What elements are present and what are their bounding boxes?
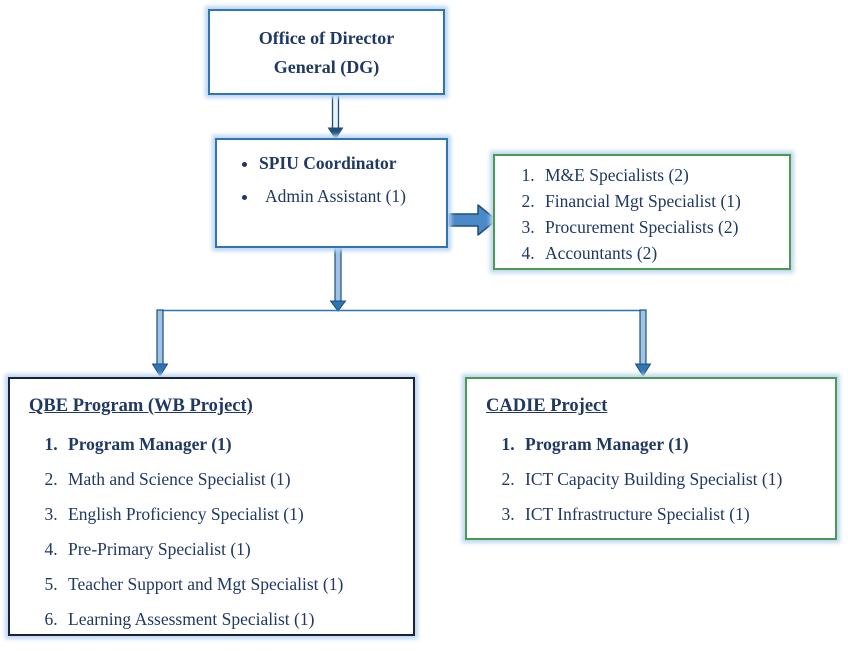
qbe-list-item: Math and Science Specialist (1) <box>62 469 413 490</box>
arrow-branch-to-qbe <box>151 309 169 377</box>
qbe-program-title: QBE Program (WB Project) <box>29 396 253 416</box>
arrow-director-to-spiu <box>327 94 344 140</box>
cadie-project-list: Program Manager (1) ICT Capacity Buildin… <box>467 434 835 525</box>
qbe-program-list: Program Manager (1) Math and Science Spe… <box>10 434 413 630</box>
cadie-project-box: CADIE Project Program Manager (1) ICT Ca… <box>465 377 837 540</box>
qbe-list-item: Learning Assessment Specialist (1) <box>62 609 413 630</box>
spiu-box: SPIU Coordinator Admin Assistant (1) <box>215 138 448 248</box>
support-list-item: Accountants (2) <box>539 243 789 264</box>
qbe-list-item: Pre-Primary Specialist (1) <box>62 539 413 560</box>
arrow-spiu-to-support <box>448 204 498 236</box>
cadie-list-item: Program Manager (1) <box>519 434 835 455</box>
support-staff-list: M&E Specialists (2) Financial Mgt Specia… <box>495 165 789 264</box>
director-title-line1: Office of Director <box>258 28 395 48</box>
director-title-line2: General (DG) <box>273 57 380 77</box>
cadie-list-item: ICT Infrastructure Specialist (1) <box>519 504 835 525</box>
cadie-project-title: CADIE Project <box>486 396 608 416</box>
spiu-list-item: Admin Assistant (1) <box>259 186 446 207</box>
support-list-item: Procurement Specialists (2) <box>539 217 789 238</box>
support-list-item: M&E Specialists (2) <box>539 165 789 186</box>
qbe-list-item: English Proficiency Specialist (1) <box>62 504 413 525</box>
director-general-box: Office of Director General (DG) <box>208 9 445 95</box>
support-staff-box: M&E Specialists (2) Financial Mgt Specia… <box>493 154 791 270</box>
qbe-list-item: Teacher Support and Mgt Specialist (1) <box>62 574 413 595</box>
arrow-spiu-to-branch <box>329 247 347 312</box>
director-general-title: Office of Director General (DG) <box>210 24 443 82</box>
qbe-list-item: Program Manager (1) <box>62 434 413 455</box>
cadie-list-item: ICT Capacity Building Specialist (1) <box>519 469 835 490</box>
arrow-branch-to-cadie <box>634 309 652 377</box>
spiu-list-item: SPIU Coordinator <box>259 153 446 174</box>
support-list-item: Financial Mgt Specialist (1) <box>539 191 789 212</box>
qbe-program-box: QBE Program (WB Project) Program Manager… <box>8 377 415 636</box>
spiu-list: SPIU Coordinator Admin Assistant (1) <box>217 153 446 207</box>
